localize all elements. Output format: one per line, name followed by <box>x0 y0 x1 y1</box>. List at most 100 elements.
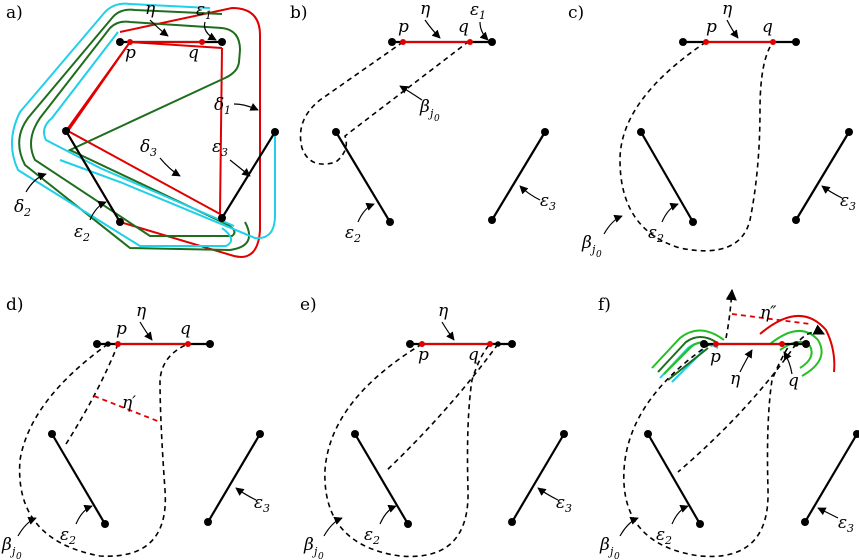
math-label: β <box>581 233 592 253</box>
curve <box>149 19 169 37</box>
curve <box>139 321 153 341</box>
vertex-dot <box>560 430 568 438</box>
label-delta-3: δ 3 <box>140 137 157 159</box>
panel-d: d) p q η η′ β j 0 ε 2 ε <box>1 295 270 560</box>
vertex-dot <box>696 520 704 528</box>
vertex-dot <box>801 518 809 526</box>
curve <box>726 19 739 39</box>
math-label: ε <box>364 525 373 545</box>
math-label: 1 <box>479 9 486 22</box>
label-q: q <box>188 43 199 63</box>
vertex-dot <box>508 340 516 348</box>
epsilon-3-segment <box>207 433 261 523</box>
math-label: 3 <box>849 200 856 213</box>
math-label: 2 <box>353 232 361 245</box>
point-q <box>487 341 493 347</box>
label-epsilon-3: ε 3 <box>556 493 572 515</box>
math-label: 1 <box>224 104 231 117</box>
label-beta-j0: β j 0 <box>303 535 324 560</box>
math-label: 0 <box>614 552 620 560</box>
vertex-dot <box>679 38 687 46</box>
label-p: p <box>398 17 409 37</box>
vertex-dot <box>488 216 496 224</box>
vertex-dot <box>637 128 645 136</box>
curve <box>739 349 753 373</box>
beta-j0-curve <box>324 343 491 558</box>
endpoint <box>116 218 124 226</box>
vertex-dot <box>792 216 800 224</box>
label-beta-j0: β j 0 <box>581 233 602 260</box>
vertex-dot <box>93 340 101 348</box>
label-p: p <box>706 17 717 37</box>
vertex-dot <box>404 520 412 528</box>
label-eta: η <box>438 301 449 321</box>
label-q: q <box>458 17 469 37</box>
math-label: ε <box>60 525 69 545</box>
beta-j0-curve <box>619 41 774 252</box>
delta-2-curve <box>30 20 242 237</box>
label-q: q <box>180 319 191 339</box>
dark-green-arc-left <box>657 336 717 373</box>
math-label: 3 <box>221 146 228 159</box>
label-beta-j0: β j 0 <box>599 535 620 560</box>
eta-double-prime <box>731 313 811 325</box>
vertex-dot <box>853 430 859 438</box>
epsilon-2-segment <box>647 433 701 525</box>
panel-e-label: e) <box>300 295 317 315</box>
math-label: ε <box>540 191 549 211</box>
math-label: 2 <box>664 534 672 547</box>
label-beta-j0: β j 0 <box>419 97 440 124</box>
panel-f: f) p q η η″ β <box>598 288 859 560</box>
endpoint <box>271 128 279 136</box>
label-delta-1: δ 1 <box>214 95 231 117</box>
math-label: 0 <box>16 552 22 560</box>
label-epsilon-2: ε 2 <box>60 525 76 547</box>
curve <box>817 507 839 519</box>
curve <box>603 214 623 235</box>
point-p <box>713 341 719 347</box>
math-label: 0 <box>318 552 324 560</box>
math-label: ε <box>254 493 263 513</box>
label-p: p <box>116 319 127 339</box>
math-label: ε <box>345 223 354 243</box>
vertex-dot <box>508 518 516 526</box>
label-beta-j0: β j 0 <box>1 535 22 560</box>
label-epsilon-1: ε 1 <box>470 0 486 22</box>
label-epsilon-3: ε 3 <box>212 137 228 159</box>
math-label: 2 <box>656 232 664 245</box>
math-label: ε <box>470 0 479 20</box>
beta-j0-inner <box>677 343 797 473</box>
vertex-dot <box>204 518 212 526</box>
label-epsilon-3: ε 3 <box>540 191 556 213</box>
panel-f-label: f) <box>598 295 611 315</box>
vertex-dot <box>802 340 810 348</box>
delta-3-branch <box>59 130 276 240</box>
curve <box>379 504 397 525</box>
point-p <box>400 39 406 45</box>
math-label: 0 <box>434 114 440 124</box>
curve <box>671 504 689 525</box>
vertex-dot <box>332 128 340 136</box>
math-label: 3 <box>263 502 270 515</box>
panel-b-label: b) <box>290 3 308 23</box>
label-eta: η <box>722 0 733 19</box>
vertex-dot <box>541 128 549 136</box>
math-label: ε <box>74 222 83 242</box>
math-label: 3 <box>565 502 572 515</box>
panel-c-label: c) <box>568 3 584 23</box>
endpoint <box>116 38 124 46</box>
epsilon-3-segment <box>491 131 546 221</box>
curve <box>233 103 259 111</box>
curve <box>323 516 343 537</box>
point-p <box>115 341 121 347</box>
beta-j0-curve <box>623 343 791 558</box>
beta-j0-curve <box>299 41 469 165</box>
vertex-dot <box>105 341 111 347</box>
curve <box>424 19 441 39</box>
vertex-dot <box>206 340 214 348</box>
epsilon-2-segment <box>51 433 106 525</box>
label-q: q <box>468 345 479 365</box>
label-eta: η <box>136 301 147 321</box>
vertex-dot <box>792 38 800 46</box>
